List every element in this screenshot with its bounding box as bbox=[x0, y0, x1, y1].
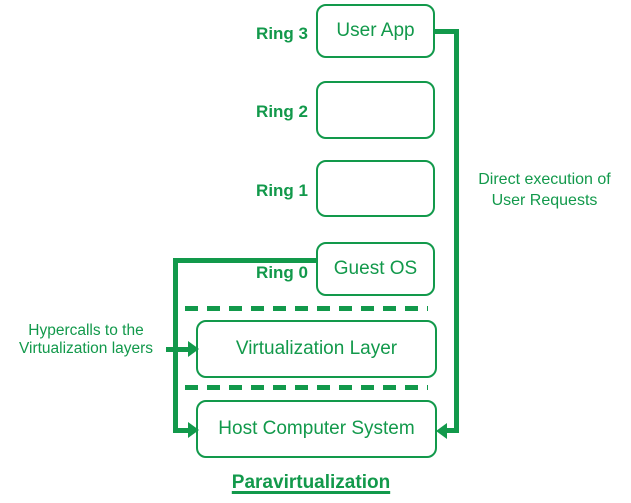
host-computer-system-box-label: Host Computer System bbox=[218, 418, 415, 439]
host-computer-system-box: Host Computer System bbox=[196, 400, 437, 458]
hypercall-connector-guest-os bbox=[175, 258, 316, 263]
hypercall-connector-host bbox=[173, 428, 190, 433]
ring-3-label: Ring 3 bbox=[256, 24, 308, 43]
ring-0-label: Ring 0 bbox=[256, 263, 308, 282]
user-app-box-label: User App bbox=[336, 20, 415, 41]
hypercall-connector-virtualization bbox=[166, 347, 190, 352]
direct-execution-annotation-line1: Direct execution of bbox=[478, 171, 611, 188]
hypercalls-annotation: Hypercalls to the Virtualization layers bbox=[0, 322, 172, 358]
virtualization-layer-box: Virtualization Layer bbox=[196, 320, 437, 378]
ring-2-box bbox=[316, 81, 435, 139]
ring-2-label: Ring 2 bbox=[256, 102, 308, 121]
direct-execution-connector-vertical bbox=[454, 29, 459, 433]
virtualization-layer-box-label: Virtualization Layer bbox=[235, 338, 398, 359]
arrowhead-into-host-left-icon bbox=[188, 422, 199, 438]
guest-os-box: Guest OS bbox=[316, 242, 435, 296]
diagram-title: Paravirtualization bbox=[231, 472, 391, 493]
direct-execution-annotation-line2: User Requests bbox=[491, 192, 598, 209]
arrowhead-into-host-right-icon bbox=[436, 423, 447, 439]
hypercalls-annotation-line2: Virtualization layers bbox=[18, 340, 154, 357]
dashed-separator-virtualization-host bbox=[185, 385, 428, 390]
ring-1-box bbox=[316, 160, 435, 217]
hypercall-connector-vertical bbox=[173, 258, 178, 433]
direct-execution-annotation: Direct execution of User Requests bbox=[458, 169, 631, 211]
ring-1-label: Ring 1 bbox=[256, 181, 308, 200]
user-app-box: User App bbox=[316, 4, 435, 58]
direct-execution-connector-bottom bbox=[446, 428, 459, 433]
hypercalls-annotation-line1: Hypercalls to the bbox=[28, 322, 144, 339]
dashed-separator-ring0-virtualization bbox=[185, 306, 428, 311]
direct-execution-connector-top bbox=[433, 29, 459, 34]
arrowhead-into-virtualization-icon bbox=[188, 341, 199, 357]
guest-os-box-label: Guest OS bbox=[333, 258, 418, 279]
